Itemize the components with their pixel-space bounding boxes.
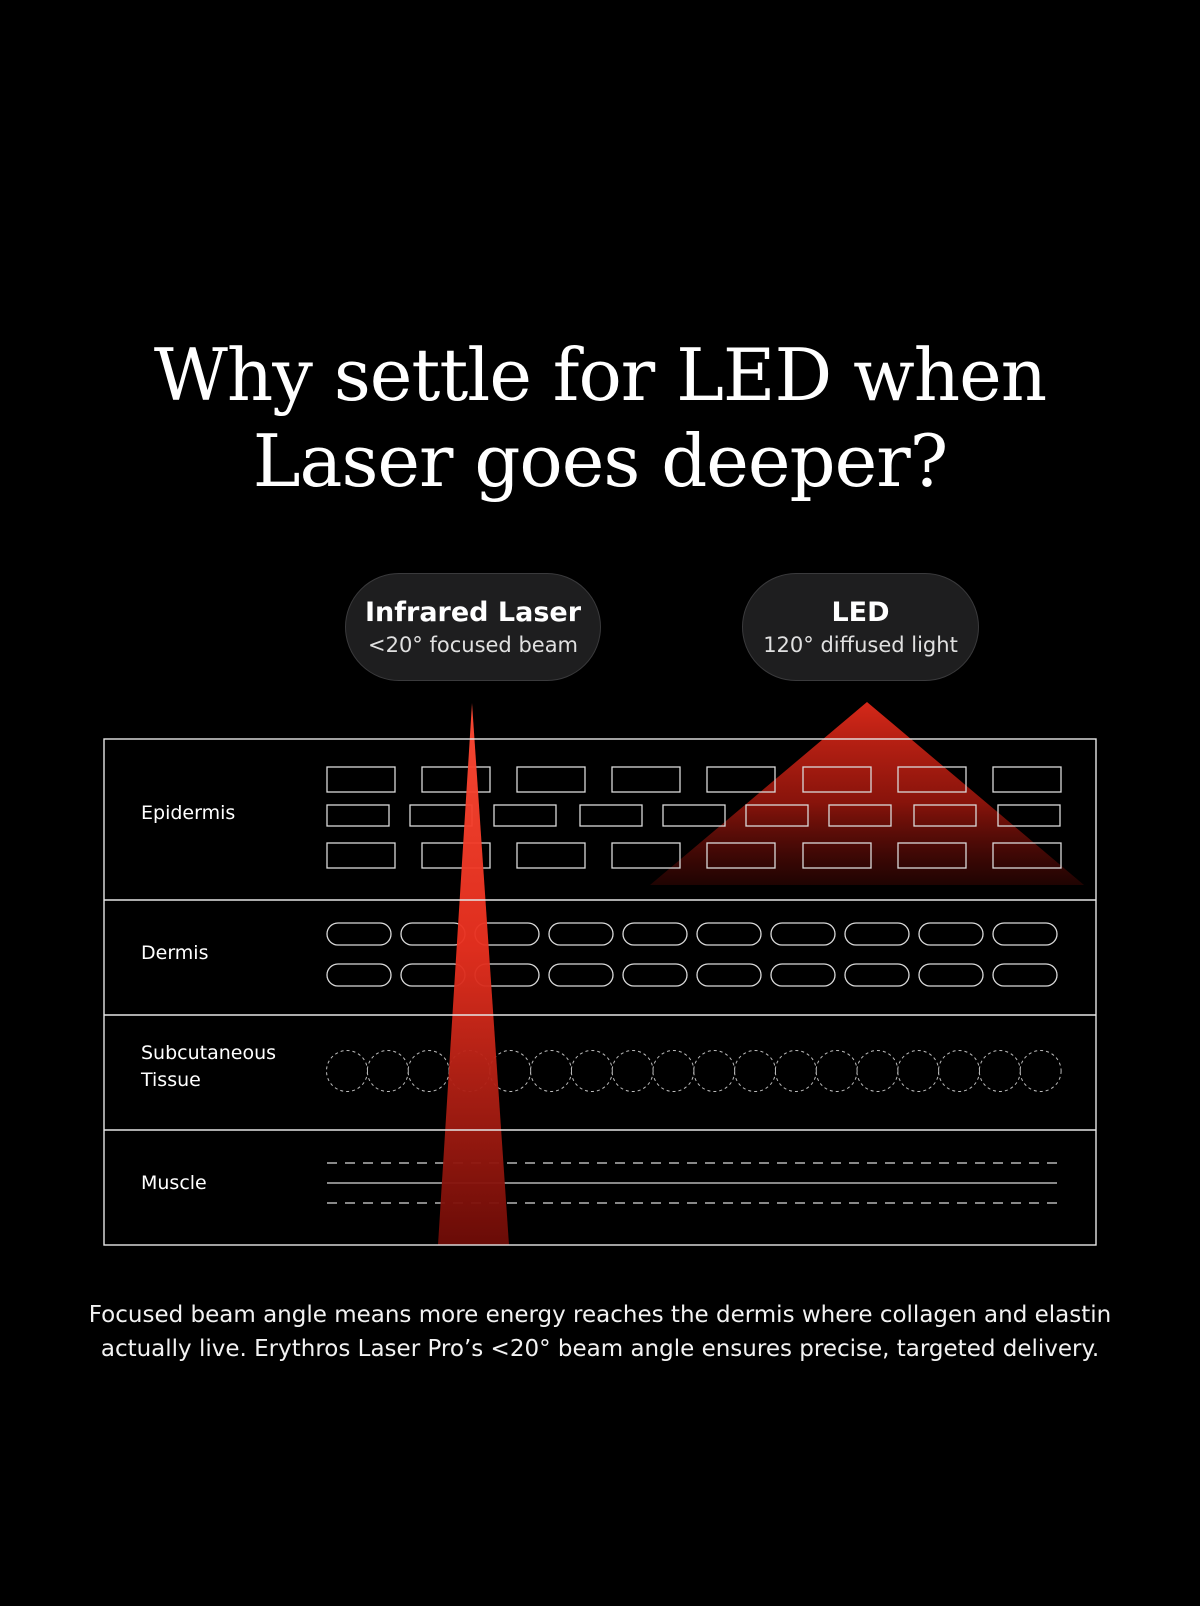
epidermis-cell xyxy=(706,842,776,869)
subcutaneous-cell xyxy=(856,1050,899,1092)
dermis-cell xyxy=(844,922,910,946)
epidermis-cell xyxy=(421,766,491,793)
dermis-cell xyxy=(992,922,1058,946)
dermis-cell xyxy=(992,963,1058,987)
subcutaneous-cell xyxy=(774,1050,817,1092)
epidermis-cell xyxy=(828,804,892,827)
dermis-cell xyxy=(696,922,762,946)
led-light-cone xyxy=(650,702,1084,885)
epidermis-cell xyxy=(992,842,1062,869)
epidermis-cell xyxy=(326,804,390,827)
caption: Focused beam angle means more energy rea… xyxy=(60,1298,1140,1366)
subcutaneous-cell xyxy=(1019,1050,1062,1092)
epidermis-cell xyxy=(516,766,586,793)
epidermis-cell xyxy=(992,766,1062,793)
subcutaneous-cell xyxy=(815,1050,858,1092)
laser-beam-group xyxy=(438,703,509,1245)
subcutaneous-cell xyxy=(530,1050,572,1092)
epidermis-cell xyxy=(409,804,473,827)
subcutaneous-cell xyxy=(326,1050,368,1092)
epidermis-cell xyxy=(913,804,977,827)
dermis-cell xyxy=(696,963,762,987)
caption-line-1: Focused beam angle means more energy rea… xyxy=(88,1302,1112,1328)
title-line-1: Why settle for LED when xyxy=(153,333,1047,417)
layers-frame-group xyxy=(103,738,1097,1246)
layers-frame xyxy=(103,738,1097,1246)
epidermis-cell xyxy=(662,804,726,827)
epidermis-cell xyxy=(802,766,872,793)
layer-label-dermis: Dermis xyxy=(141,942,209,964)
dermis-cell xyxy=(326,922,392,946)
subcutaneous-cell xyxy=(570,1050,613,1092)
infrared-laser-beam xyxy=(438,703,509,1245)
dermis-cell xyxy=(326,963,392,987)
page-title: Why settle for LED when Laser goes deepe… xyxy=(0,332,1200,504)
epidermis-cell xyxy=(611,766,681,793)
epidermis-cell xyxy=(421,842,491,869)
subcutaneous-cell xyxy=(693,1050,736,1092)
caption-line-2: actually live. Erythros Laser Pro’s <20°… xyxy=(100,1336,1100,1362)
subcutaneous-cell xyxy=(652,1050,695,1092)
led-description: 120° diffused light xyxy=(763,633,958,657)
led-name: LED xyxy=(831,597,890,628)
dermis-cell xyxy=(548,963,614,987)
infrared-laser-name: Infrared Laser xyxy=(364,597,582,628)
dermis-cell xyxy=(918,922,984,946)
subcutaneous-cell xyxy=(366,1050,409,1092)
dermis-cell xyxy=(622,922,688,946)
subcutaneous-cell xyxy=(897,1050,940,1092)
epidermis-cell xyxy=(326,842,396,869)
led-light-cone-group xyxy=(650,702,1084,885)
dermis-cell xyxy=(622,963,688,987)
subcutaneous-cell xyxy=(978,1050,1021,1092)
epidermis-cell xyxy=(897,842,967,869)
infrared-laser-description: <20° focused beam xyxy=(367,633,579,657)
subcutaneous-cell xyxy=(938,1050,980,1092)
dermis-cell xyxy=(918,963,984,987)
epidermis-cell xyxy=(897,766,967,793)
subcutaneous-cell xyxy=(611,1050,654,1092)
epidermis-cell xyxy=(802,842,872,869)
epidermis-cell xyxy=(745,804,809,827)
epidermis-cell xyxy=(493,804,557,827)
subcutaneous-cell xyxy=(489,1050,532,1092)
epidermis-cell xyxy=(579,804,643,827)
layer-label-epidermis: Epidermis xyxy=(141,802,236,824)
infrared-laser-pill: Infrared Laser <20° focused beam xyxy=(345,573,601,681)
dermis-cell xyxy=(400,922,466,946)
dermis-cell xyxy=(844,963,910,987)
layer-label-subcutaneous-tissue: Subcutaneous Tissue xyxy=(141,1042,277,1091)
epidermis-cell xyxy=(516,842,586,869)
epidermis-cell xyxy=(706,766,776,793)
subcutaneous-cell xyxy=(734,1050,776,1092)
subcutaneous-cell xyxy=(407,1050,450,1092)
led-pill: LED 120° diffused light xyxy=(742,573,979,681)
epidermis-cell xyxy=(611,842,681,869)
epidermis-cell xyxy=(326,766,396,793)
dermis-cell xyxy=(770,963,836,987)
layer-label-muscle: Muscle xyxy=(141,1172,207,1194)
epidermis-cell xyxy=(997,804,1061,827)
dermis-cell xyxy=(548,922,614,946)
title-line-2: Laser goes deeper? xyxy=(252,419,949,503)
dermis-cell xyxy=(770,922,836,946)
